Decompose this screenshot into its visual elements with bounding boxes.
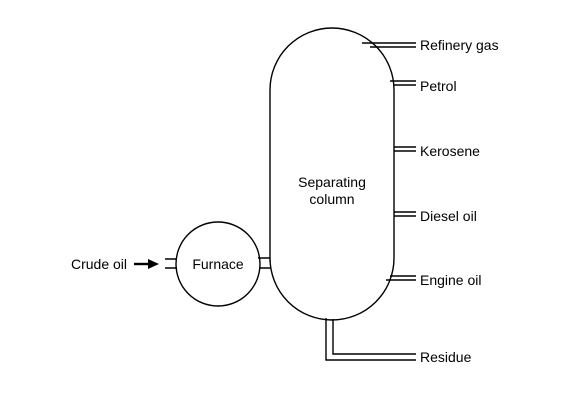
engine-oil-label: Engine oil: [420, 272, 482, 288]
diesel-oil-outlet: [394, 211, 416, 217]
refinery-gas-outlet: [362, 42, 416, 48]
kerosene-label: Kerosene: [420, 143, 480, 159]
separating-column-label-line1: Separating: [298, 174, 366, 190]
separating-column-shape: [269, 27, 395, 321]
crude-oil-inlet-pipe: [165, 258, 177, 269]
petrol-outlet: [390, 80, 416, 86]
petrol-label: Petrol: [420, 78, 457, 94]
diesel-oil-label: Diesel oil: [420, 208, 477, 224]
furnace-to-column-pipe: [258, 257, 271, 269]
separating-column-label-line2: column: [309, 191, 355, 207]
engine-oil-outlet: [386, 275, 416, 281]
residue-label: Residue: [420, 349, 472, 365]
residue-pipe: [325, 318, 416, 361]
furnace-label: Furnace: [192, 256, 244, 272]
kerosene-outlet: [394, 146, 416, 152]
crude-oil-arrow: [134, 259, 159, 269]
refinery-gas-label: Refinery gas: [420, 37, 499, 53]
furnace-shape: [175, 221, 261, 307]
crude-oil-label: Crude oil: [71, 256, 128, 272]
